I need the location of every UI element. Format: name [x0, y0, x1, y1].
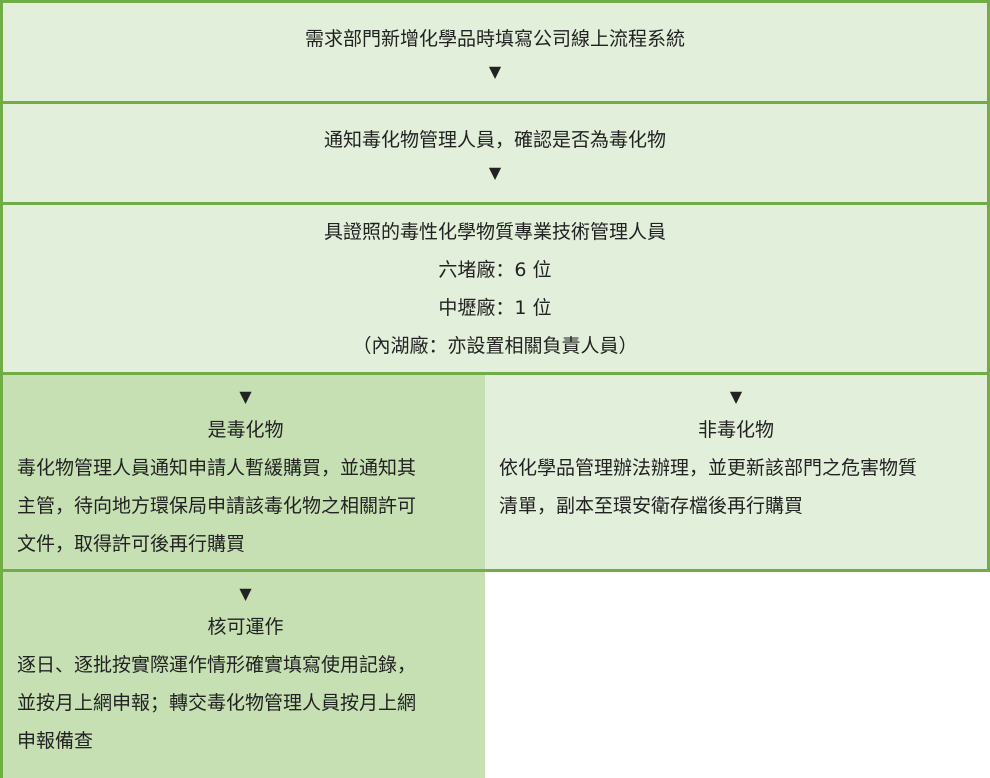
branch-toxic-line: 文件，取得許可後再行購買: [17, 533, 246, 555]
branch-non-toxic-heading: 非毒化物: [697, 419, 774, 441]
approved-operation-body: 逐日、逐批按實際運作情形確實填寫使用記錄， 並按月上網申報；轉交毒化物管理人員按…: [3, 646, 488, 760]
empty-cell: [485, 569, 990, 778]
approved-operation-line: 並按月上網申報；轉交毒化物管理人員按月上網: [17, 692, 417, 714]
step-notify-manager: 通知毒化物管理人員，確認是否為毒化物 ▼: [0, 101, 990, 205]
liudu-plant-count: 六堵廠：6 位: [438, 258, 552, 281]
branch-toxic-line: 主管，待向地方環保局申請該毒化物之相關許可: [17, 495, 417, 517]
branch-non-toxic-body: 依化學品管理辦法辦理，並更新該部門之危害物質 清單，副本至環安衛存檔後再行購買: [485, 449, 987, 525]
branch-toxic-body: 毒化物管理人員通知申請人暫緩購買，並通知其 主管，待向地方環保局申請該毒化物之相…: [3, 449, 488, 563]
branch-toxic: ▼ 是毒化物 毒化物管理人員通知申請人暫緩購買，並通知其 主管，待向地方環保局申…: [0, 372, 488, 572]
down-arrow-icon: ▼: [729, 387, 743, 406]
down-arrow-icon: ▼: [488, 62, 502, 81]
step-notify-manager-text: 通知毒化物管理人員，確認是否為毒化物: [323, 129, 666, 151]
step-certified-staff: 具證照的毒性化學物質專業技術管理人員 六堵廠：6 位 中壢廠：1 位 （內湖廠：…: [0, 202, 990, 375]
approved-operation-line: 逐日、逐批按實際運作情形確實填寫使用記錄，: [17, 654, 417, 676]
certified-staff-title: 具證照的毒性化學物質專業技術管理人員: [323, 220, 666, 243]
neihu-plant-note: （內湖廠：亦設置相關負責人員）: [352, 334, 638, 357]
approved-operation-line: 申報備查: [17, 730, 94, 752]
branch-toxic-heading: 是毒化物: [207, 419, 284, 441]
branch-non-toxic-line: 清單，副本至環安衛存檔後再行購買: [499, 495, 804, 517]
down-arrow-icon: ▼: [239, 584, 252, 603]
step-submit-request: 需求部門新增化學品時填寫公司線上流程系統 ▼: [0, 0, 990, 104]
branch-non-toxic-line: 依化學品管理辦法辦理，並更新該部門之危害物質: [499, 457, 918, 479]
step-approved-operation: ▼ 核可運作 逐日、逐批按實際運作情形確實填寫使用記錄， 並按月上網申報；轉交毒…: [0, 569, 488, 778]
step-submit-request-text: 需求部門新增化學品時填寫公司線上流程系統: [304, 28, 685, 50]
branch-toxic-line: 毒化物管理人員通知申請人暫緩購買，並通知其: [17, 457, 417, 479]
zhongli-plant-count: 中壢廠：1 位: [438, 296, 552, 319]
down-arrow-icon: ▼: [488, 163, 502, 182]
approved-operation-heading: 核可運作: [207, 616, 284, 638]
down-arrow-icon: ▼: [239, 387, 252, 406]
branch-non-toxic: ▼ 非毒化物 依化學品管理辦法辦理，並更新該部門之危害物質 清單，副本至環安衛存…: [485, 372, 990, 572]
